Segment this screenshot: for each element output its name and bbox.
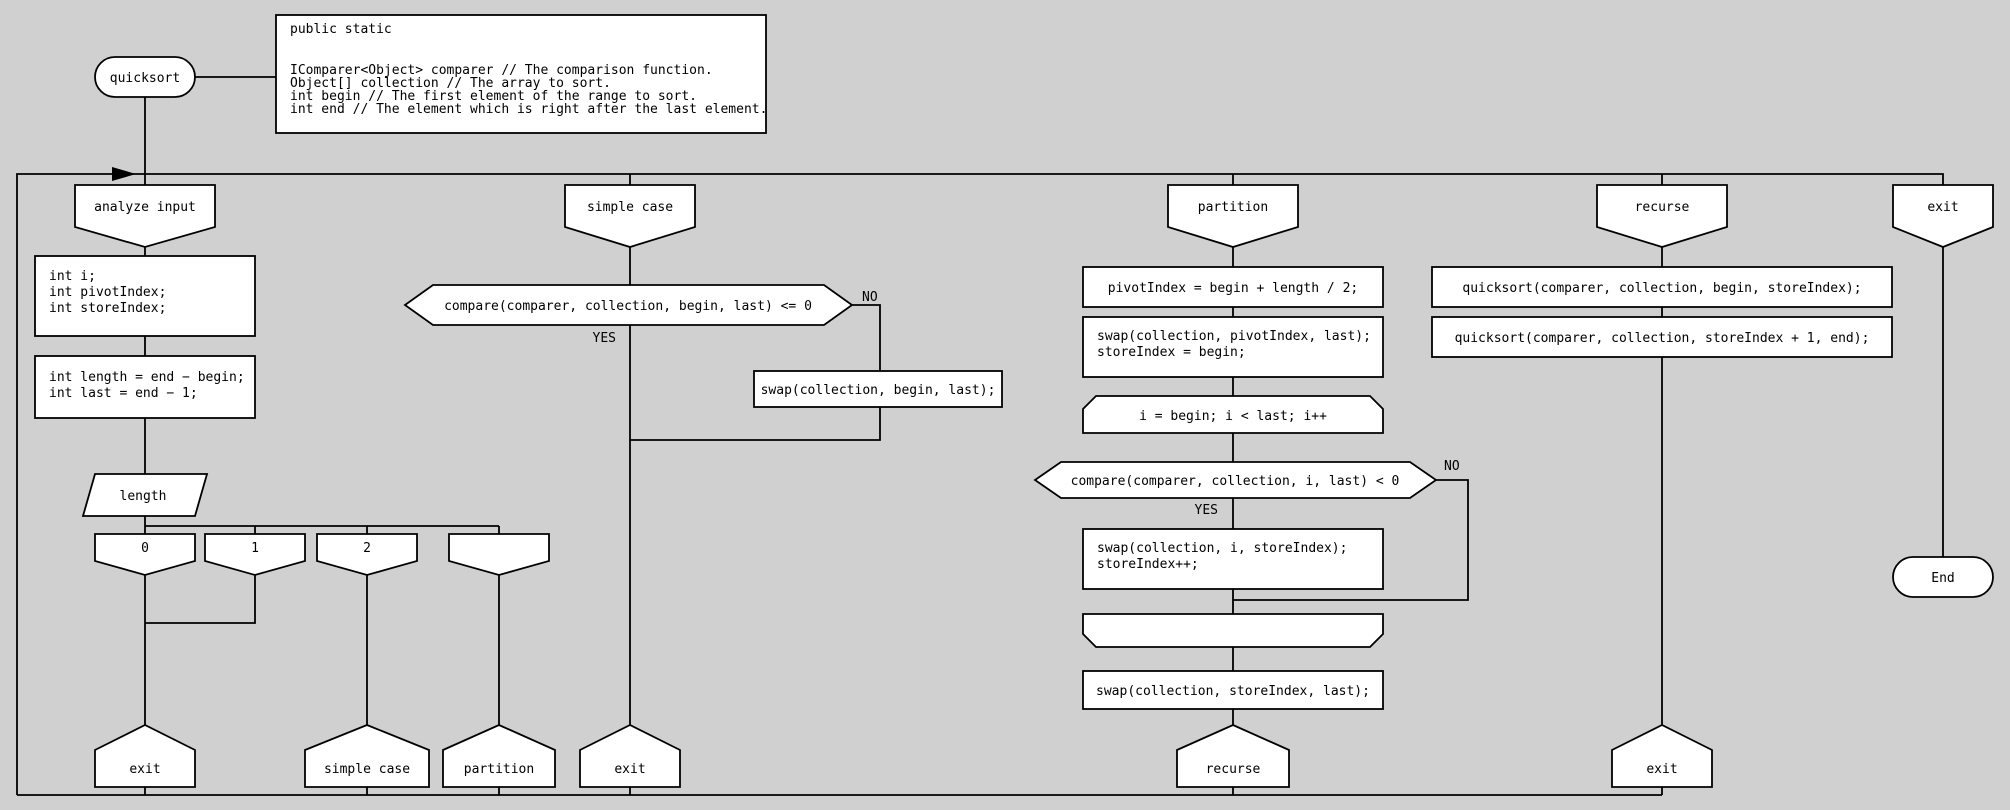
case-header-0-label: 0 <box>141 541 149 556</box>
branch-header-analyze-label: analyze input <box>94 200 196 215</box>
action-box-setup <box>1082 316 1384 378</box>
action-box-recurse-left <box>1431 266 1893 308</box>
decision-compare-i-last <box>1033 461 1438 499</box>
decision-yes-label: YES <box>1195 503 1218 518</box>
init-line: int last = end − 1; <box>49 386 198 401</box>
case-header-else <box>448 533 550 576</box>
declaration-line: int pivotIndex; <box>49 285 166 300</box>
init-line: int length = end − begin; <box>49 370 245 385</box>
comment-line: int begin // The first element of the ra… <box>290 89 697 104</box>
params-comment-box <box>275 14 767 134</box>
end-terminator <box>1892 556 1994 598</box>
recurse-call1-label: quicksort(comparer, collection, begin, s… <box>1462 281 1861 296</box>
address-simple-case-label: simple case <box>324 762 410 777</box>
comment-line: IComparer<Object> comparer // The compar… <box>290 63 713 78</box>
start-label: quicksort <box>110 71 180 86</box>
decision-yes-label: YES <box>593 331 616 346</box>
branch-header-recurse <box>1596 184 1728 248</box>
branch-header-exit-label: exit <box>1927 200 1958 215</box>
case-header-2 <box>316 533 418 576</box>
branch-header-exit <box>1892 184 1994 248</box>
address-recurse <box>1176 724 1290 788</box>
address-simple-case <box>304 724 430 788</box>
action-box-init <box>34 355 256 419</box>
loop-end <box>1082 613 1384 648</box>
end-label: End <box>1931 571 1954 586</box>
branch-header-partition <box>1167 184 1299 248</box>
choice-length-label: length <box>120 489 167 504</box>
setup-line: storeIndex = begin; <box>1097 345 1246 360</box>
case-header-0 <box>94 533 196 576</box>
start-terminator <box>94 56 196 98</box>
branch-header-analyze <box>74 184 216 248</box>
action-box-swap-begin-last <box>753 370 1003 408</box>
simple-column-connectors <box>629 247 881 725</box>
address-exit-2 <box>579 723 681 788</box>
comment-line: Object[] collection // The array to sort… <box>290 76 611 91</box>
address-partition <box>442 724 556 788</box>
decision-compare-begin-last <box>403 284 854 326</box>
address-exit-3 <box>1611 723 1713 788</box>
setup-line: swap(collection, pivotIndex, last); <box>1097 329 1371 344</box>
address-exit-3-label: exit <box>1646 762 1677 777</box>
branch-header-partition-label: partition <box>1198 200 1268 215</box>
flow-arrow-icon <box>112 167 136 181</box>
branch-header-simple <box>564 184 696 248</box>
case-header-1-label: 1 <box>251 541 259 556</box>
swap-store-line: storeIndex++; <box>1097 557 1199 572</box>
action-box-declarations <box>34 255 256 337</box>
loop-begin-label: i = begin; i < last; i++ <box>1139 409 1327 424</box>
action-box-final-swap <box>1082 670 1384 710</box>
action-box-swap-store <box>1082 528 1384 590</box>
declaration-line: int i; <box>49 269 96 284</box>
address-exit-1-label: exit <box>129 762 160 777</box>
case-header-1 <box>204 533 306 576</box>
address-stubs <box>144 787 1663 795</box>
action-pivot-label: pivotIndex = begin + length / 2; <box>1108 281 1358 296</box>
action-final-swap-label: swap(collection, storeIndex, last); <box>1096 684 1370 699</box>
analyze-column-connectors <box>144 247 500 725</box>
declaration-line: int storeIndex; <box>49 301 166 316</box>
address-partition-label: partition <box>464 762 534 777</box>
action-swap-begin-last-label: swap(collection, begin, last); <box>761 383 996 398</box>
start-connectors <box>144 76 276 185</box>
case-header-2-label: 2 <box>363 541 371 556</box>
address-recurse-label: recurse <box>1206 762 1261 777</box>
branch-header-stubs <box>629 174 1663 185</box>
decision-no-label: NO <box>862 290 878 305</box>
comment-line: int end // The element which is right af… <box>290 102 767 117</box>
address-exit-2-label: exit <box>614 762 645 777</box>
partition-column-connectors <box>1232 247 1469 725</box>
decision-no-label: NO <box>1444 459 1460 474</box>
decision-compare-begin-last-label: compare(comparer, collection, begin, las… <box>444 299 812 314</box>
comment-line: public static <box>290 22 392 37</box>
address-exit-1 <box>94 723 196 788</box>
action-box-recurse-right <box>1431 316 1893 358</box>
decision-compare-i-last-label: compare(comparer, collection, i, last) <… <box>1071 474 1400 489</box>
branch-header-recurse-label: recurse <box>1635 200 1690 215</box>
branch-header-simple-label: simple case <box>587 200 673 215</box>
choice-length <box>81 473 209 517</box>
silhouette-frame-line <box>16 173 1944 795</box>
recurse-call2-label: quicksort(comparer, collection, storeInd… <box>1455 331 1870 346</box>
swap-store-line: swap(collection, i, storeIndex); <box>1097 541 1347 556</box>
action-box-pivot <box>1082 266 1384 308</box>
loop-begin <box>1082 395 1384 434</box>
